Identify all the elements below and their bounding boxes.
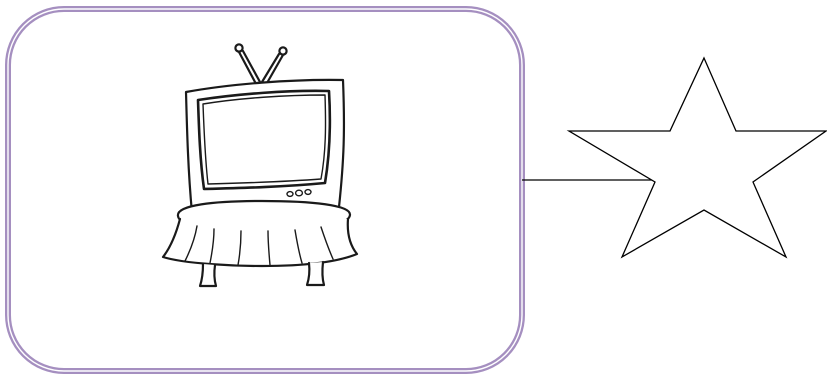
tv-screen bbox=[198, 91, 330, 189]
table-leg-left bbox=[200, 264, 216, 286]
table-leg-right bbox=[307, 262, 324, 285]
star-icon bbox=[569, 58, 826, 257]
